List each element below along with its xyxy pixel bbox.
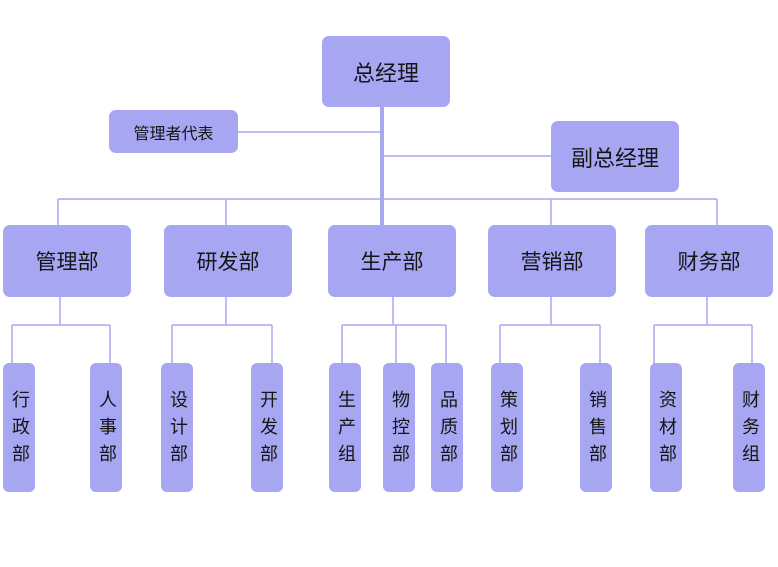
unit-admin: 行政部 bbox=[3, 363, 35, 492]
management-rep-box: 管理者代表 bbox=[109, 110, 238, 153]
unit-design: 设计部 bbox=[161, 363, 193, 492]
dept-label: 营销部 bbox=[520, 250, 584, 274]
unit-hr: 人事部 bbox=[90, 363, 122, 492]
unit-label: 设计部 bbox=[167, 390, 188, 471]
unit-quality: 品质部 bbox=[431, 363, 463, 492]
unit-label: 开发部 bbox=[257, 390, 278, 471]
dept-marketing: 营销部 bbox=[488, 225, 616, 297]
management-rep-label: 管理者代表 bbox=[133, 123, 214, 143]
unit-label: 资材部 bbox=[656, 390, 677, 471]
unit-materials: 资材部 bbox=[650, 363, 682, 492]
sub-bus-2 bbox=[171, 297, 273, 364]
vice-gm-box: 副总经理 bbox=[551, 121, 679, 192]
sub-bus-4 bbox=[499, 297, 601, 364]
unit-label: 生产组 bbox=[335, 390, 356, 471]
dept-label: 财务部 bbox=[677, 250, 741, 274]
unit-label: 行政部 bbox=[9, 390, 30, 471]
sub-bus-5 bbox=[653, 297, 753, 364]
dept-label: 管理部 bbox=[35, 250, 99, 274]
unit-label: 人事部 bbox=[96, 390, 117, 471]
unit-label: 财务组 bbox=[739, 390, 760, 471]
unit-label: 物控部 bbox=[389, 390, 410, 471]
unit-development: 开发部 bbox=[251, 363, 283, 492]
ceo-label: 总经理 bbox=[352, 61, 419, 87]
unit-planning: 策划部 bbox=[491, 363, 523, 492]
vice-gm-label: 副总经理 bbox=[570, 146, 659, 172]
sub-bus-3 bbox=[341, 297, 447, 364]
dept-rnd: 研发部 bbox=[164, 225, 292, 297]
unit-label: 策划部 bbox=[497, 390, 518, 471]
ceo-box: 总经理 bbox=[322, 36, 450, 107]
dept-finance: 财务部 bbox=[645, 225, 773, 297]
sub-bus-1 bbox=[11, 297, 111, 364]
unit-label: 品质部 bbox=[437, 390, 458, 471]
trunk-line bbox=[380, 107, 384, 225]
unit-label: 销售部 bbox=[586, 390, 607, 471]
unit-sales: 销售部 bbox=[580, 363, 612, 492]
dept-production: 生产部 bbox=[328, 225, 456, 297]
dept-management: 管理部 bbox=[3, 225, 131, 297]
unit-production-group: 生产组 bbox=[329, 363, 361, 492]
dept-label: 生产部 bbox=[360, 250, 424, 274]
unit-material-control: 物控部 bbox=[383, 363, 415, 492]
dept-label: 研发部 bbox=[196, 250, 260, 274]
unit-finance-group: 财务组 bbox=[733, 363, 765, 492]
